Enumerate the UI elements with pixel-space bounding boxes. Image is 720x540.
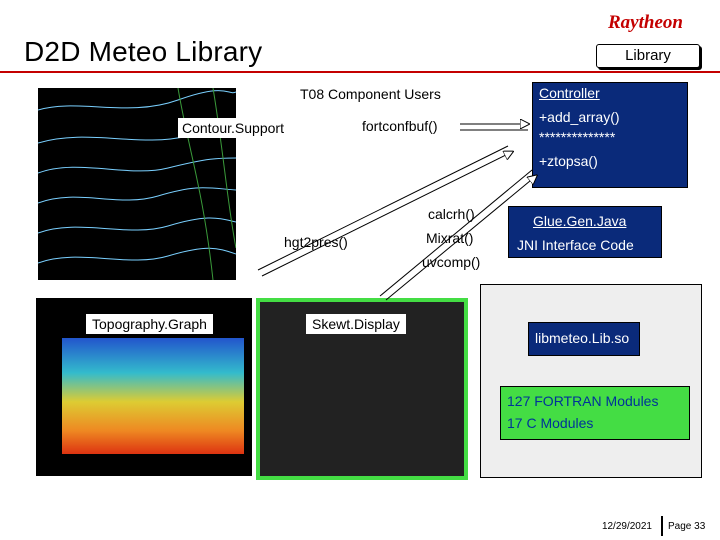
controller-line1: +add_array()	[539, 109, 620, 125]
footer-separator	[661, 516, 663, 536]
glue-gen-desc: JNI Interface Code	[517, 237, 634, 253]
library-tag: Library	[596, 44, 700, 68]
glue-gen-title: Glue.Gen.Java	[533, 213, 627, 229]
t08-label: T08 Component Users	[298, 86, 443, 102]
controller-line3: +ztopsa()	[539, 153, 598, 169]
controller-title: Controller	[539, 85, 600, 101]
libmeteo-title: libmeteo.Lib.so	[535, 330, 630, 346]
title-rule	[0, 71, 720, 73]
contour-support-label: Contour.Support	[178, 118, 288, 138]
page-title: D2D Meteo Library	[24, 36, 263, 67]
calcrh-label: calcrh()	[428, 206, 475, 222]
controller-box: Controller +add_array() ************** +…	[532, 82, 688, 188]
footer-date: 12/29/2021	[601, 521, 652, 532]
glue-gen-box: Glue.Gen.Java JNI Interface Code	[508, 206, 662, 258]
library-container	[480, 284, 702, 478]
modules-box: 127 FORTRAN Modules 17 C Modules	[500, 386, 690, 440]
skewt-display-label: Skewt.Display	[306, 314, 406, 334]
controller-line2: **************	[539, 129, 616, 145]
contour-lines	[37, 87, 237, 281]
topography-graph-label: Topography.Graph	[86, 314, 213, 334]
hgt2pres-label: hgt2pres()	[284, 234, 348, 250]
libmeteo-box: libmeteo.Lib.so	[528, 322, 640, 356]
fortran-modules-text: 127 FORTRAN Modules	[507, 393, 659, 409]
footer-page: Page 33	[668, 521, 706, 532]
raytheon-logo: Raytheon	[608, 12, 683, 33]
fortconfbuf-label: fortconfbuf()	[362, 118, 438, 134]
c-modules-text: 17 C Modules	[507, 415, 594, 431]
topography-gradient	[62, 338, 244, 454]
